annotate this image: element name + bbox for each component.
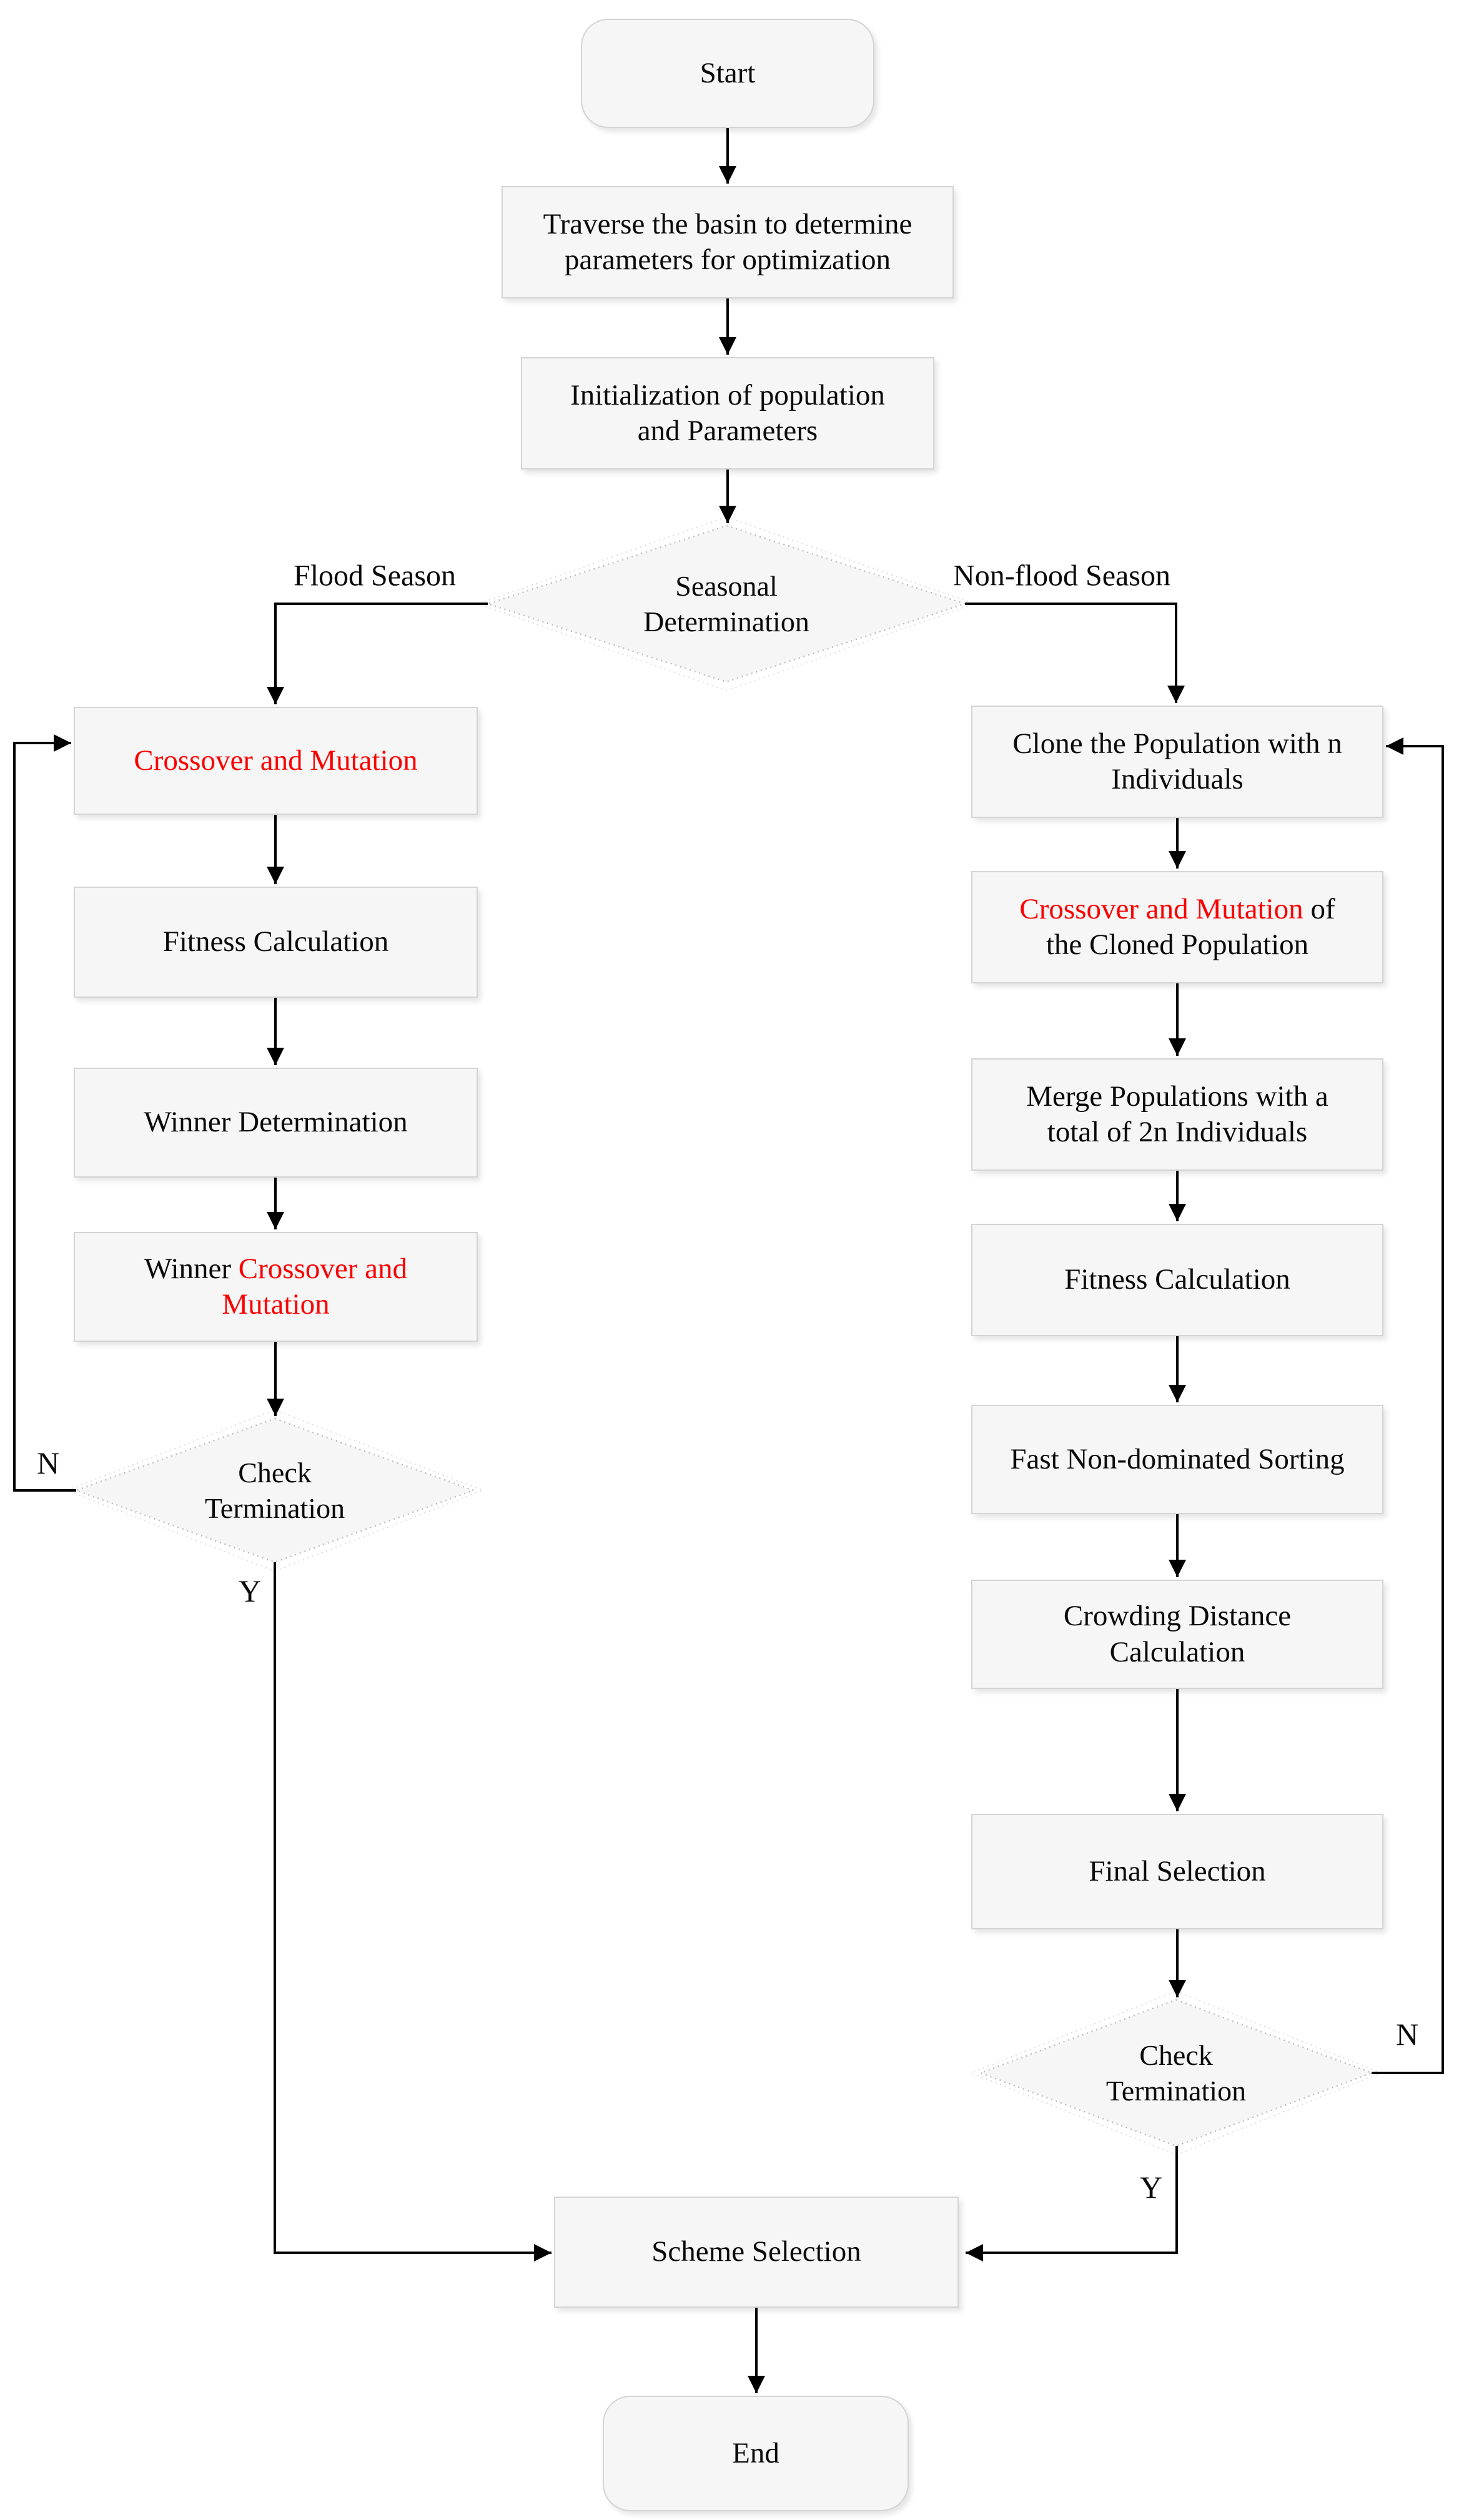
node-final-selection: Final Selection bbox=[971, 1814, 1383, 1929]
node-crossover-mutation: Crossover and Mutation bbox=[74, 707, 478, 815]
node-crossover-cloned: Crossover and Mutation of the Cloned Pop… bbox=[971, 871, 1383, 983]
node-scheme-selection: Scheme Selection bbox=[554, 2197, 959, 2308]
node-traverse-basin: Traverse the basin to determine paramete… bbox=[502, 186, 954, 298]
node-clone-population: Clone the Population with n Individuals bbox=[971, 706, 1383, 818]
node-winner-determination: Winner Determination bbox=[74, 1068, 478, 1178]
check-termination-right-diamond bbox=[969, 1990, 1383, 2156]
edge-checkleft-yes-to-scheme bbox=[274, 1562, 551, 2262]
node-initialization: Initialization of population and Paramet… bbox=[521, 357, 934, 470]
label-check-right-no: N bbox=[1395, 2017, 1419, 2052]
node-fast-nondominated-sorting: Fast Non-dominated Sorting bbox=[971, 1405, 1383, 1514]
edge-checkleft-no-loop bbox=[13, 734, 76, 1492]
decision-check-termination-right: Check Termination bbox=[1105, 2039, 1247, 2107]
decision-seasonal-determination: Seasonal Determination bbox=[643, 569, 809, 637]
check-termination-left-diamond bbox=[65, 1409, 485, 1572]
label-check-right-yes: Y bbox=[1139, 2170, 1163, 2205]
label-check-left-no: N bbox=[36, 1445, 60, 1480]
node-fitness-calculation-left: Fitness Calculation bbox=[74, 887, 478, 998]
node-start: Start bbox=[581, 19, 874, 128]
label-check-left-yes: Y bbox=[238, 1573, 262, 1608]
node-end: End bbox=[603, 2396, 909, 2511]
edge-checkright-yes-to-scheme bbox=[966, 2146, 1178, 2262]
node-crowding-distance: Crowding Distance Calculation bbox=[971, 1580, 1383, 1689]
edge-checkright-no-loop bbox=[1372, 737, 1444, 2074]
node-fitness-calculation-right: Fitness Calculation bbox=[971, 1224, 1383, 1336]
decision-check-termination-left: Check Termination bbox=[204, 1456, 345, 1524]
label-non-flood-season: Non-flood Season bbox=[953, 559, 1170, 593]
node-winner-crossover-mutation: Winner Crossover and Mutation bbox=[74, 1232, 478, 1342]
edge-seasonal-flood-branch bbox=[267, 603, 488, 704]
seasonal-determination-diamond bbox=[476, 516, 977, 692]
label-flood-season: Flood Season bbox=[293, 559, 457, 593]
edge-seasonal-nonflood-branch bbox=[965, 603, 1185, 703]
node-merge-populations: Merge Populations with a total of 2n Ind… bbox=[971, 1058, 1383, 1171]
